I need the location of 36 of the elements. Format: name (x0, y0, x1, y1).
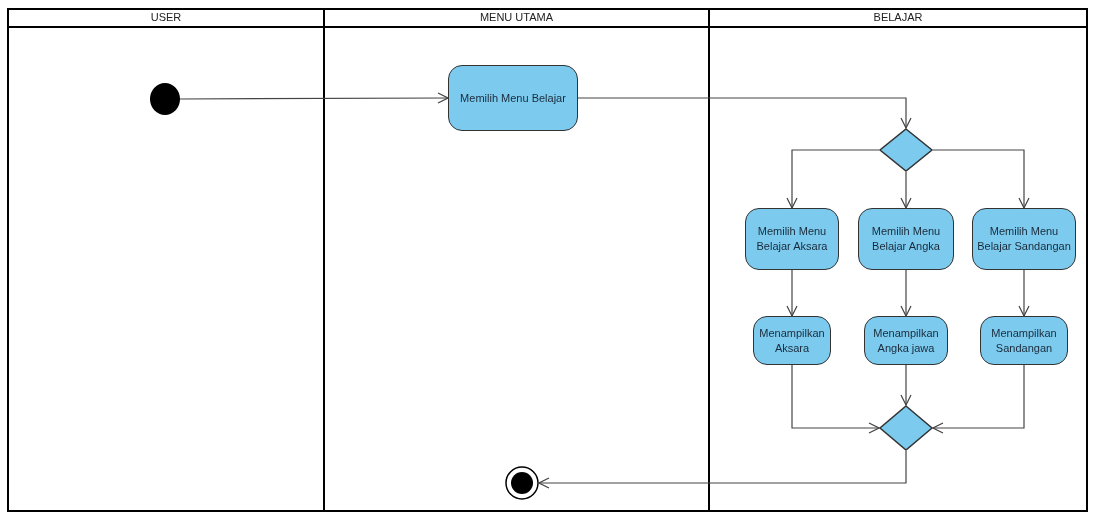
arrow (791, 364, 880, 434)
arrow (932, 364, 1025, 434)
lane-title: BELAJAR (873, 11, 923, 23)
activity-label: Memilih Menu Belajar Sandangan (976, 224, 1072, 254)
arrow (786, 149, 880, 209)
activity-box (753, 316, 831, 365)
activity-box (980, 316, 1068, 365)
arrow (786, 269, 798, 317)
activity-box (745, 208, 839, 270)
swimlane (708, 8, 1088, 512)
initial-node (150, 83, 180, 115)
activity-label: Menampilkan Angka jawa (872, 325, 940, 356)
final-node (505, 466, 539, 500)
activity-label: Memilih Menu Belajar (459, 90, 567, 106)
activity-label: Menampilkan Aksara (758, 325, 826, 356)
lane-title: MENU UTAMA (479, 11, 554, 23)
decision-diamond (879, 405, 933, 451)
activity-box (864, 316, 948, 365)
swimlane (323, 8, 710, 512)
activity-box (858, 208, 954, 270)
decision-diamond (879, 128, 933, 172)
arrow (900, 171, 912, 209)
arrow (179, 92, 449, 104)
activity-label: Memilih Menu Belajar Aksara (755, 224, 829, 254)
arrow (932, 149, 1030, 209)
arrow (577, 97, 912, 129)
activity-box (448, 65, 578, 131)
activity-label: Memilih Menu Belajar Angka (870, 224, 942, 254)
activity-label: Menampilkan Sandangan (990, 325, 1058, 356)
activity-box (972, 208, 1076, 270)
lane-title: USER (150, 11, 182, 23)
arrow (900, 364, 912, 406)
arrow (538, 450, 907, 489)
arrow (900, 269, 912, 317)
arrow (1018, 269, 1030, 317)
swimlane (7, 8, 325, 512)
